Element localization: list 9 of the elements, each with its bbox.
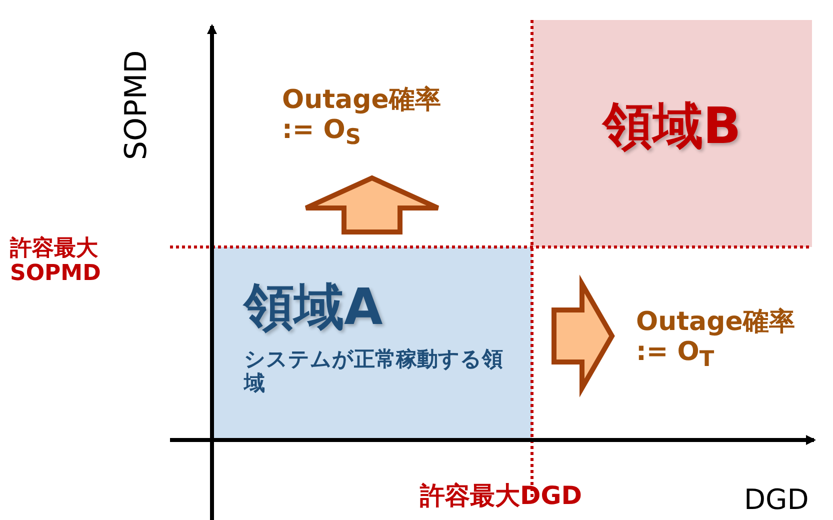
threshold-label: 許容最大DGD bbox=[420, 482, 582, 511]
threshold-label: 許容最大SOPMD bbox=[10, 236, 102, 287]
axis-label: DGD bbox=[744, 484, 809, 516]
region-title: 領域A bbox=[244, 279, 384, 336]
annotation-text: Outage確率 := O$_{T}$ bbox=[636, 308, 795, 373]
axis-label: SOPMD bbox=[120, 50, 154, 160]
region-title: 領域B bbox=[600, 98, 742, 156]
region-description: システムが正常稼動する領域 bbox=[244, 347, 504, 396]
annotation-text: Outage確率 := O$_{S}$ bbox=[282, 86, 441, 151]
